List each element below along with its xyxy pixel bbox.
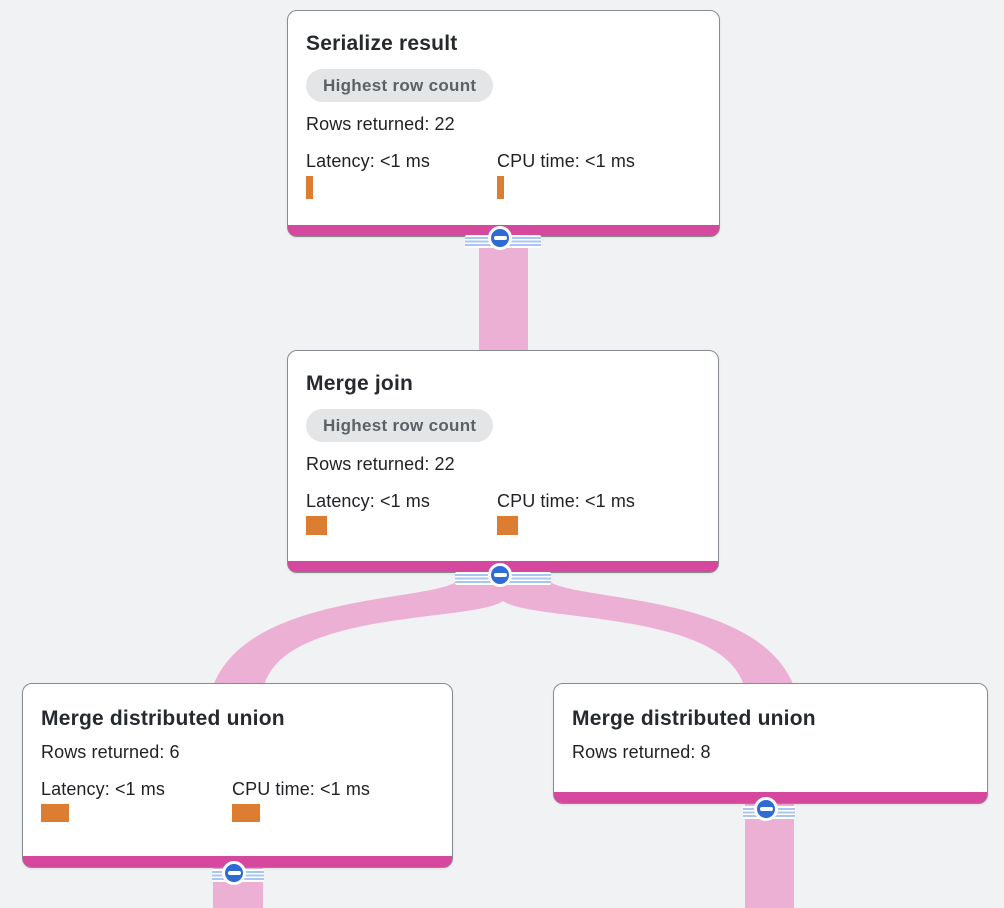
minus-icon (493, 573, 507, 577)
plan-node-merge-join[interactable]: Merge join Highest row count Rows return… (287, 350, 719, 573)
latency-label: Latency: <1 ms (41, 779, 165, 799)
collapse-button[interactable] (222, 861, 246, 885)
cpu-metric: CPU time: <1 ms (497, 149, 688, 199)
rows-returned-text: Rows returned: 8 (572, 742, 711, 762)
rows-returned-text: Rows returned: 22 (306, 114, 455, 134)
highest-row-count-badge: Highest row count (306, 409, 494, 442)
latency-metric: Latency: <1 ms (41, 777, 232, 822)
rows-returned-text: Rows returned: 22 (306, 454, 455, 474)
minus-icon (759, 807, 773, 811)
cpu-metric: CPU time: <1 ms (232, 777, 423, 822)
collapse-button[interactable] (488, 226, 512, 250)
rows-returned-text: Rows returned: 6 (41, 742, 180, 762)
minus-icon (493, 236, 507, 240)
plan-node-serialize-result[interactable]: Serialize result Highest row count Rows … (287, 10, 720, 237)
cpu-time-label: CPU time: <1 ms (497, 491, 636, 511)
latency-bar (306, 516, 327, 535)
cpu-time-label: CPU time: <1 ms (497, 151, 636, 171)
node-title: Merge join (306, 372, 414, 395)
cpu-time-bar (497, 176, 504, 199)
collapse-button[interactable] (754, 797, 778, 821)
latency-metric: Latency: <1 ms (306, 149, 497, 199)
latency-bar (41, 804, 69, 822)
latency-label: Latency: <1 ms (306, 491, 430, 511)
plan-node-merge-distributed-union-right[interactable]: Merge distributed union Rows returned: 8 (553, 683, 988, 804)
latency-label: Latency: <1 ms (306, 151, 430, 171)
node-title: Serialize result (306, 32, 458, 55)
minus-icon (227, 871, 241, 875)
metrics-row: Latency: <1 ms CPU time: <1 ms (306, 489, 698, 535)
edge-ribbon-n1-n0 (479, 236, 528, 354)
metrics-row: Latency: <1 ms CPU time: <1 ms (306, 149, 699, 199)
plan-node-merge-distributed-union-left[interactable]: Merge distributed union Rows returned: 6… (22, 683, 453, 868)
highest-row-count-badge: Highest row count (306, 69, 494, 102)
cpu-metric: CPU time: <1 ms (497, 489, 688, 535)
latency-metric: Latency: <1 ms (306, 489, 497, 535)
node-title: Merge distributed union (41, 707, 285, 730)
cpu-time-bar (497, 516, 518, 535)
latency-bar (306, 176, 313, 199)
node-title: Merge distributed union (572, 707, 816, 730)
collapse-button[interactable] (488, 563, 512, 587)
cpu-time-label: CPU time: <1 ms (232, 779, 371, 799)
edge-ribbon-fan-n2-n3-n1 (213, 582, 794, 686)
cpu-time-bar (232, 804, 260, 822)
metrics-row: Latency: <1 ms CPU time: <1 ms (41, 777, 432, 822)
